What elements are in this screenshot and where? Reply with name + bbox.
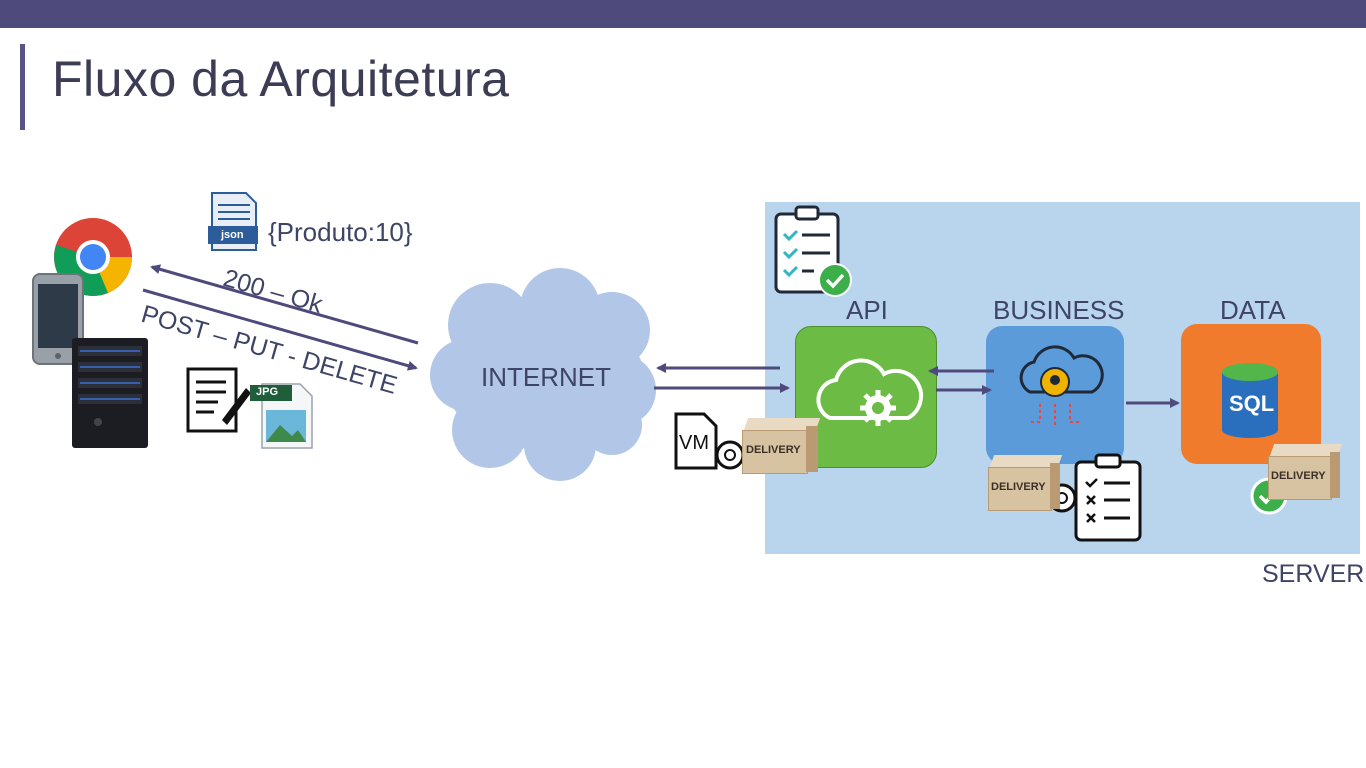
slide-title: Fluxo da Arquitetura bbox=[52, 51, 510, 107]
jpg-file-icon bbox=[250, 383, 313, 449]
delivery-label: DELIVERY bbox=[1271, 470, 1326, 482]
json-file-icon bbox=[208, 192, 258, 251]
business-logic-icon bbox=[1019, 345, 1104, 428]
cloud-gear-icon bbox=[816, 358, 923, 426]
sql-database-icon bbox=[1222, 363, 1278, 438]
api-label: API bbox=[846, 295, 888, 325]
internet-cloud bbox=[430, 268, 656, 481]
vm-label: VM bbox=[679, 432, 709, 454]
jpg-badge-label: JPG bbox=[256, 386, 279, 398]
title-accent-bar bbox=[20, 44, 25, 130]
clipboard-checklist-icon bbox=[774, 205, 852, 297]
delivery-box-icon: DELIVERY bbox=[988, 455, 1064, 511]
delivery-label: DELIVERY bbox=[991, 481, 1046, 493]
chrome-icon bbox=[54, 218, 132, 296]
document-edit-icon bbox=[186, 367, 251, 433]
top-bar bbox=[0, 0, 1366, 28]
vm-file-icon bbox=[674, 412, 745, 470]
data-label: DATA bbox=[1220, 295, 1286, 325]
internet-label: INTERNET bbox=[481, 362, 611, 392]
server-label: SERVER bbox=[1262, 560, 1365, 588]
response-arrow bbox=[150, 264, 419, 345]
payload-text: {Produto:10} bbox=[268, 217, 413, 247]
server-tower-icon bbox=[72, 338, 148, 448]
json-badge-label: json bbox=[221, 229, 244, 241]
sql-label: SQL bbox=[1229, 391, 1275, 416]
request-arrow bbox=[142, 288, 418, 371]
smartphone-icon bbox=[32, 273, 84, 365]
delivery-box-icon: DELIVERY bbox=[1268, 444, 1344, 500]
business-label: BUSINESS bbox=[993, 295, 1125, 325]
delivery-label: DELIVERY bbox=[746, 444, 801, 456]
delivery-box-icon: DELIVERY bbox=[742, 418, 822, 474]
